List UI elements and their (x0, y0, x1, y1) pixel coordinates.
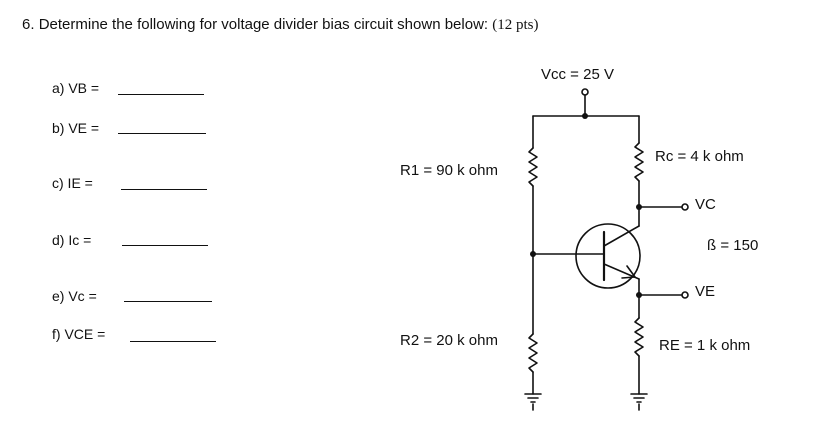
ground-icon (524, 393, 542, 411)
re-resistor (634, 317, 644, 357)
ve-node-label: VE (695, 283, 716, 300)
answer-label-ve: b) VE = (52, 120, 100, 136)
answer-blank-ic[interactable] (122, 245, 208, 246)
question-points: (12 pts) (492, 17, 539, 33)
answer-label-vce: f) VCE = (52, 326, 106, 342)
r2-label: R2 = 20 k ohm (400, 332, 498, 349)
answer-label-vc: e) Vc = (52, 288, 97, 304)
beta-label: ß = 150 (707, 237, 759, 254)
answer-blank-vce[interactable] (130, 341, 216, 342)
junction-dot (582, 113, 588, 119)
answer-blank-vc[interactable] (124, 301, 212, 302)
answer-label-ic: d) Ic = (52, 232, 92, 248)
junction-dot (530, 251, 536, 257)
answer-blank-ie[interactable] (121, 189, 207, 190)
transistor-collector-lead (603, 225, 640, 247)
vcc-label: Vcc = 25 V (541, 66, 614, 83)
emitter-arrow-icon (621, 265, 636, 279)
r2-resistor (528, 333, 538, 373)
answer-blank-vb[interactable] (118, 94, 204, 95)
re-label: RE = 1 k ohm (659, 337, 751, 354)
question-number: 6. (22, 16, 35, 33)
vc-node-label: VC (695, 196, 716, 213)
transistor-body (575, 223, 641, 289)
answer-label-ie: c) IE = (52, 175, 93, 191)
junction-dot (636, 292, 642, 298)
answer-label-vb: a) VB = (52, 80, 100, 96)
ground-icon (630, 393, 648, 411)
answer-blank-ve[interactable] (118, 133, 206, 134)
vc-terminal (681, 203, 689, 211)
vcc-terminal (581, 88, 589, 96)
rc-label: Rc = 4 k ohm (655, 148, 744, 165)
question-prompt: Determine the following for voltage divi… (38, 16, 489, 33)
ve-terminal (681, 291, 689, 299)
rc-resistor (634, 142, 644, 182)
question-header: 6. Determine the following for voltage d… (22, 16, 539, 34)
r1-resistor (528, 147, 538, 187)
junction-dot (636, 204, 642, 210)
r1-label: R1 = 90 k ohm (400, 162, 498, 179)
